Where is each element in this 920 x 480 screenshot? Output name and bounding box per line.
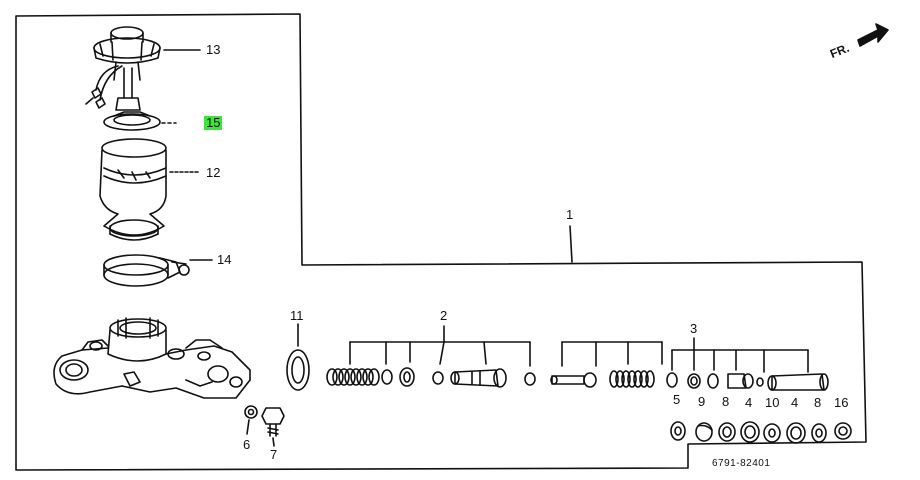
secondary-piston: [767, 373, 829, 391]
callout-12: 12: [206, 165, 221, 180]
reservoir: [99, 138, 167, 241]
bleeder-screw: [261, 407, 285, 437]
callout-16: 16: [834, 395, 849, 410]
callout-4a: 4: [745, 395, 753, 410]
primary-spring: [326, 368, 380, 386]
secondary-spring: [609, 370, 655, 388]
callout-4b: 4: [791, 395, 799, 410]
bracket-3: [671, 337, 809, 373]
reservoir-cap: [85, 26, 161, 111]
callout-9: 9: [698, 394, 706, 409]
secondary-components: [666, 372, 764, 389]
primary-piston: [450, 368, 507, 388]
callout-13: 13: [206, 42, 221, 57]
front-arrow-icon: [857, 23, 889, 47]
primary-cup: [399, 367, 415, 387]
callout-5: 5: [673, 392, 681, 407]
secondary-rod: [550, 372, 597, 388]
callout-10: 10: [765, 395, 780, 410]
callout-14: 14: [217, 252, 232, 267]
spring-seat: [381, 369, 393, 385]
callout-2: 2: [440, 308, 448, 323]
strainer: [103, 111, 161, 131]
callout-8a: 8: [722, 394, 730, 409]
secondary-bracket: [561, 341, 663, 367]
callout-15-highlighted: 15: [204, 115, 223, 130]
washer: [432, 371, 444, 385]
callout-3: 3: [690, 321, 698, 336]
master-cylinder-body: [53, 317, 251, 399]
bolt: [244, 405, 258, 419]
callout-6: 6: [243, 437, 251, 452]
callout-11: 11: [290, 308, 304, 323]
hose-clamp: [103, 254, 190, 287]
bracket-2: [349, 325, 531, 367]
piston-seal: [286, 349, 310, 391]
callout-8b: 8: [814, 395, 822, 410]
stopper-washer: [524, 372, 536, 386]
small-parts-row: [670, 421, 852, 444]
diagram-code: 6791-82401: [712, 458, 771, 469]
callout-7: 7: [270, 447, 278, 462]
callout-1: 1: [566, 207, 574, 222]
assembly-frame: [15, 13, 867, 471]
